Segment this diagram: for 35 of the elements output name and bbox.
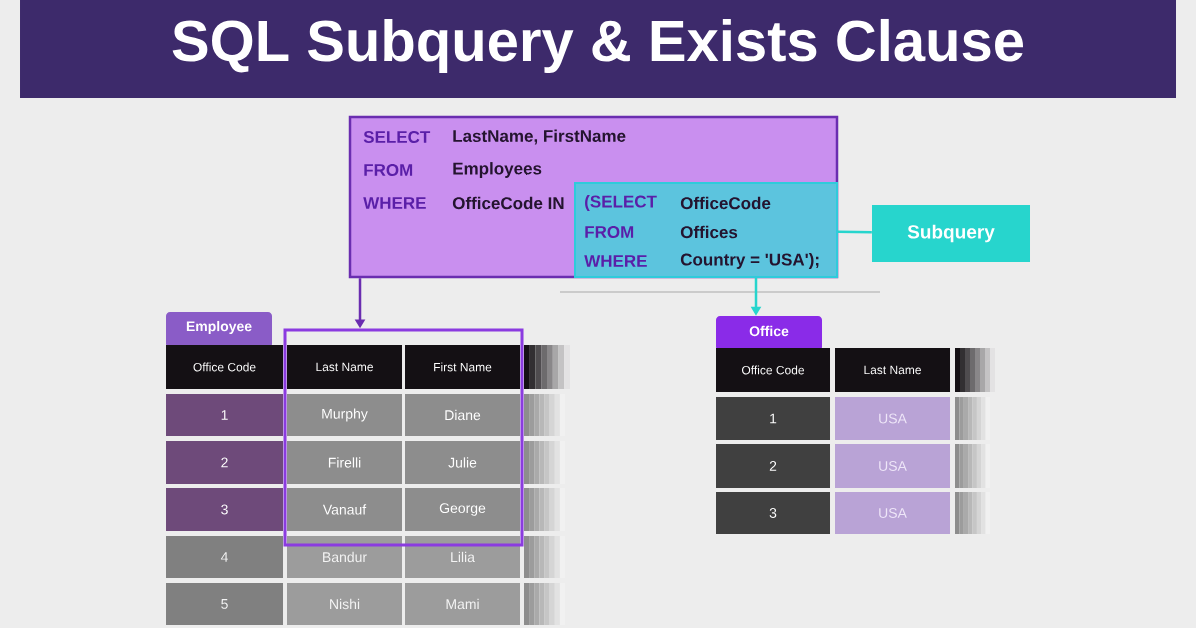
table-cell: Office Code [716, 348, 830, 392]
title-banner: SQL Subquery & Exists Clause [20, 0, 1176, 98]
table-cell: Last Name [287, 345, 402, 389]
table-cell: 2 [166, 441, 283, 484]
highlight-frame [283, 328, 524, 547]
table-cell: Diane [405, 394, 520, 436]
node-label: LastName, FirstName [453, 129, 626, 145]
table-cell: 2 [716, 444, 830, 488]
node-label: OfficeCode IN [452, 196, 564, 210]
table-cell: USA [835, 444, 950, 488]
node-label: Employees [453, 162, 542, 178]
table-cell: First Name [405, 345, 520, 389]
table-cell: Murphy [287, 394, 402, 436]
subquery-box: (SELECT OfficeCode FROM Offices WHERE Country = 'USA'); [574, 182, 838, 278]
node-label: SELECT [363, 130, 431, 144]
connector-line [838, 230, 872, 234]
label-box: Subquery [872, 205, 1030, 262]
table-cell: Last Name [835, 348, 950, 392]
table-cell: 3 [166, 488, 283, 531]
table-cell: Firelli [287, 441, 402, 484]
table-cell: 1 [166, 394, 283, 436]
table-cell: USA [835, 397, 950, 440]
table-cell: 4 [166, 536, 283, 578]
table-cell: USA [835, 492, 950, 534]
table-cell: Mami [405, 583, 520, 625]
table-cell: Vanauf [287, 488, 402, 531]
table-cell: 5 [166, 583, 283, 625]
table-cell: Office Code [166, 345, 283, 389]
node-label: FROM [364, 163, 413, 177]
table-cell: Julie [405, 441, 520, 484]
table-cell: George [405, 488, 520, 531]
node-label: WHERE [363, 197, 426, 209]
table-cell: Nishi [287, 583, 402, 625]
table-cell: 1 [716, 397, 830, 440]
table-cell: 3 [716, 492, 830, 534]
